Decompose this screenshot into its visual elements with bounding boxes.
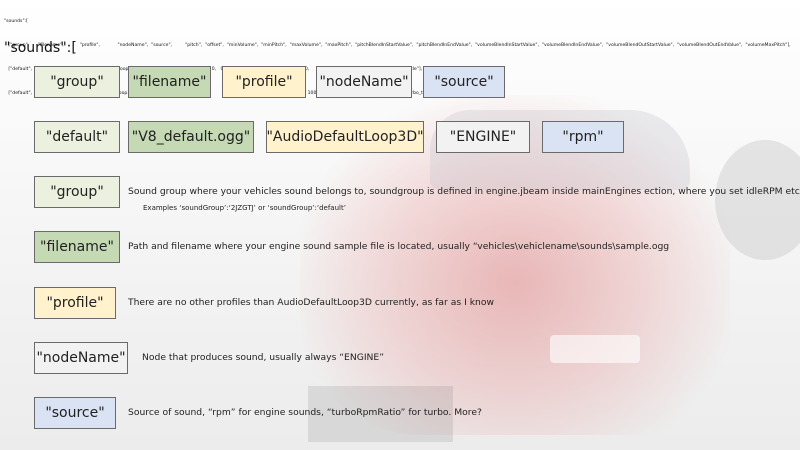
header-profile-box: "profile" xyxy=(222,66,306,98)
desc-group-label: "group" xyxy=(34,176,120,208)
background-gauge xyxy=(715,140,800,260)
header-group-box: "group" xyxy=(34,66,120,98)
header-filename-box: "filename" xyxy=(128,66,211,98)
desc-nodename-label: "nodeName" xyxy=(34,342,128,374)
header-source-box: "source" xyxy=(423,66,505,98)
background-license-plate xyxy=(550,335,640,363)
desc-filename-label: "filename" xyxy=(34,231,120,263)
desc-profile-text: There are no other profiles than AudioDe… xyxy=(128,297,494,308)
desc-profile-label: "profile" xyxy=(34,287,116,319)
desc-nodename-text: Node that produces sound, usually always… xyxy=(142,352,384,363)
background-hud-panel xyxy=(308,386,453,442)
desc-source-label: "source" xyxy=(34,397,116,429)
value-group-box: "default" xyxy=(34,121,120,153)
sounds-title: "sounds":[ xyxy=(4,40,77,56)
value-profile-box: "AudioDefaultLoop3D" xyxy=(266,121,424,153)
header-nodename-box: "nodeName" xyxy=(316,66,412,98)
value-nodename-box: "ENGINE" xyxy=(436,121,530,153)
value-filename-box: "V8_default.ogg" xyxy=(128,121,254,153)
code-line: "sounds":[ xyxy=(4,19,28,24)
desc-source-text: Source of sound, “rpm” for engine sounds… xyxy=(128,407,482,418)
desc-group-example: Examples ‘soundGroup’:‘2JZGTJ’ or ‘sound… xyxy=(143,204,346,212)
desc-group-text: Sound group where your vehicles sound be… xyxy=(128,186,800,197)
desc-filename-text: Path and filename where your engine soun… xyxy=(128,241,670,252)
value-source-box: "rpm" xyxy=(542,121,624,153)
code-line: ["group", "filename", "profile", "nodeNa… xyxy=(4,43,791,48)
